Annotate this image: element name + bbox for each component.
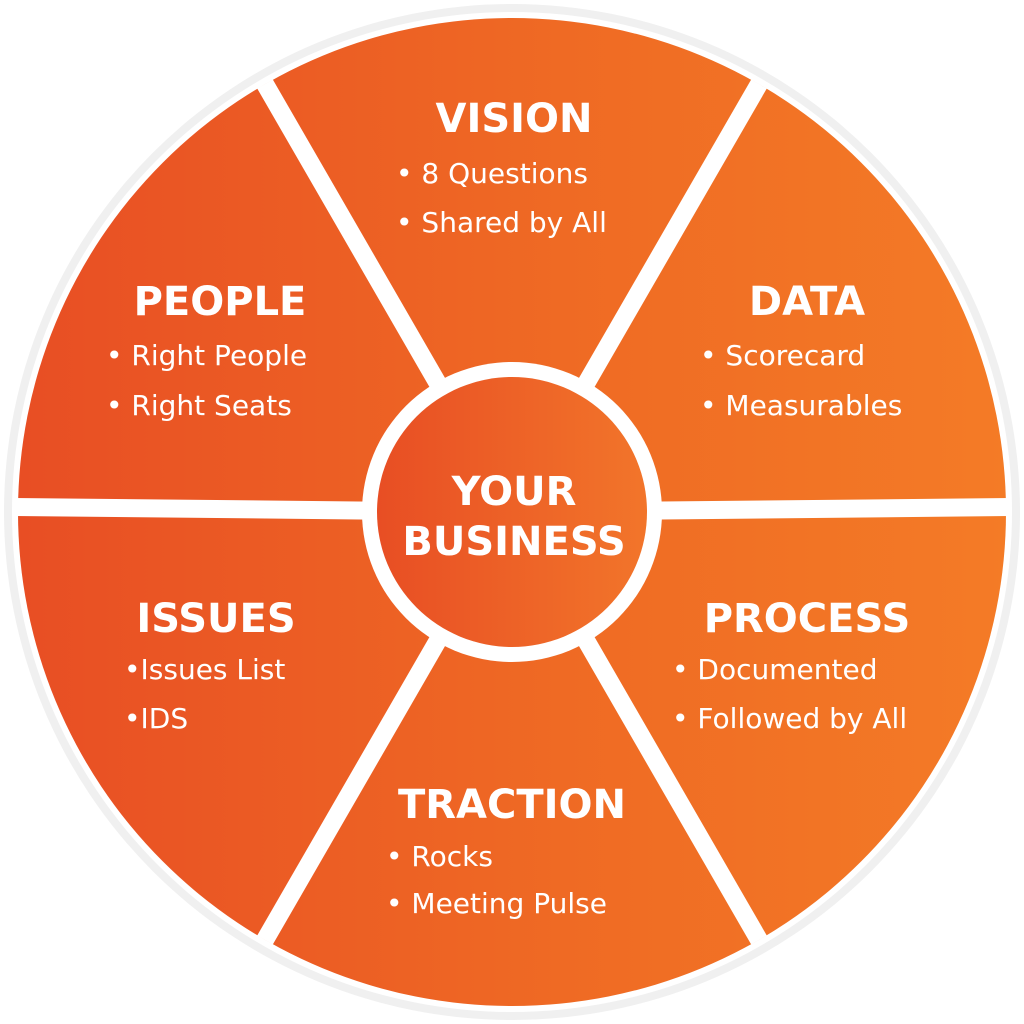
- bullet-text: Meeting Pulse: [411, 887, 607, 920]
- bullet-dot: •: [124, 702, 141, 735]
- bullet-text: Scorecard: [725, 339, 865, 372]
- segment-traction: TRACTION • Rocks • Meeting Pulse: [386, 782, 626, 920]
- bullet-dot: •: [396, 206, 421, 239]
- bullet-text: Issues List: [141, 653, 286, 686]
- bullet-dot: •: [124, 653, 141, 686]
- bullet-text: Measurables: [725, 389, 902, 422]
- bullet-item: • Followed by All: [672, 702, 907, 735]
- bullet-text: Right People: [131, 339, 307, 372]
- bullet-dot: •: [386, 840, 411, 873]
- hub-circle: [377, 377, 647, 647]
- segment-title: VISION: [435, 96, 592, 142]
- bullet-item: • 8 Questions: [396, 157, 588, 190]
- bullet-item: • Documented: [672, 653, 877, 686]
- segment-title: TRACTION: [398, 782, 626, 828]
- segment-issues: ISSUES •Issues List •IDS: [124, 596, 296, 735]
- bullet-text: Followed by All: [697, 702, 907, 735]
- bullet-text: Shared by All: [421, 206, 606, 239]
- bullet-item: • Measurables: [700, 389, 902, 422]
- segment-data: DATA • Scorecard • Measurables: [700, 279, 902, 422]
- bullet-text: Rocks: [411, 840, 493, 873]
- bullet-text: IDS: [141, 702, 189, 735]
- segment-process: PROCESS • Documented • Followed by All: [672, 596, 910, 735]
- segment-title: PROCESS: [704, 596, 911, 642]
- bullet-item: • Right Seats: [106, 389, 292, 422]
- bullet-item: •Issues List: [124, 653, 285, 686]
- bullet-item: • Right People: [106, 339, 307, 372]
- hub-label-line2: BUSINESS: [402, 519, 625, 565]
- bullet-dot: •: [106, 339, 131, 372]
- bullet-dot: •: [672, 653, 697, 686]
- segment-title: DATA: [749, 279, 865, 325]
- bullet-item: • Scorecard: [700, 339, 865, 372]
- bullet-dot: •: [396, 157, 421, 190]
- bullet-text: Documented: [697, 653, 877, 686]
- bullet-item: • Meeting Pulse: [386, 887, 607, 920]
- segment-title: PEOPLE: [134, 279, 307, 325]
- segment-vision: VISION • 8 Questions • Shared by All: [396, 96, 607, 239]
- bullet-item: •IDS: [124, 702, 188, 735]
- bullet-dot: •: [672, 702, 697, 735]
- segment-title: ISSUES: [136, 596, 295, 642]
- bullet-item: • Rocks: [386, 840, 493, 873]
- segment-people: PEOPLE • Right People • Right Seats: [106, 279, 307, 422]
- bullet-dot: •: [106, 389, 131, 422]
- bullet-text: 8 Questions: [421, 157, 588, 190]
- bullet-text: Right Seats: [131, 389, 291, 422]
- bullet-dot: •: [700, 339, 725, 372]
- bullet-dot: •: [700, 389, 725, 422]
- bullet-item: • Shared by All: [396, 206, 607, 239]
- hub-label-line1: YOUR: [451, 469, 577, 515]
- bullet-dot: •: [386, 887, 411, 920]
